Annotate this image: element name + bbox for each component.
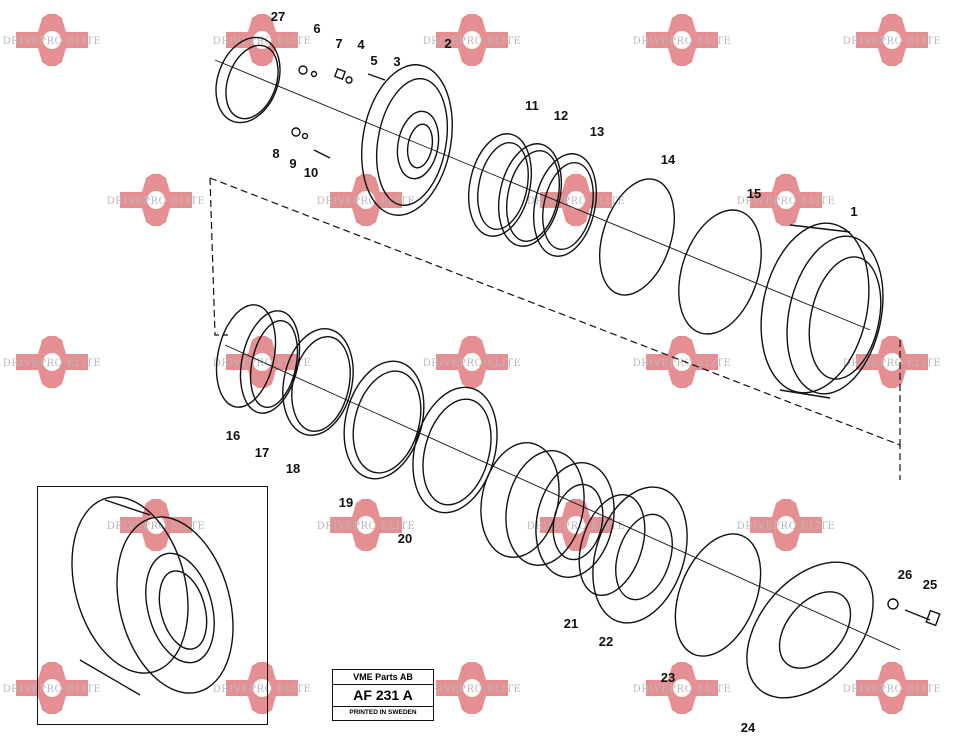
callout-10: 10	[304, 165, 318, 180]
callout-19: 19	[339, 495, 353, 510]
watermark-text: DRIVEPRO ELITE	[527, 196, 626, 207]
part-22-friction-disc	[578, 486, 688, 624]
watermark-text: DRIVEPRO ELITE	[3, 684, 102, 695]
watermark-text: DRIVEPRO ELITE	[843, 358, 942, 369]
callout-5: 5	[370, 53, 377, 68]
callout-7: 7	[335, 36, 342, 51]
rings-16-20	[215, 304, 498, 514]
watermark-text: DRIVEPRO ELITE	[423, 36, 522, 47]
callout-13: 13	[590, 124, 604, 139]
title-block: VME Parts AB AF 231 A PRINTED IN SWEDEN	[332, 669, 434, 721]
part-23-oring	[674, 533, 762, 657]
title-block-note: PRINTED IN SWEDEN	[349, 709, 417, 716]
callout-3: 3	[393, 54, 400, 69]
callout-15: 15	[747, 186, 761, 201]
watermark-text: DRIVEPRO ELITE	[843, 684, 942, 695]
watermark-text: DRIVEPRO ELITE	[527, 521, 626, 532]
watermark-text: DRIVEPRO ELITE	[317, 521, 416, 532]
watermark-text: DRIVEPRO ELITE	[423, 358, 522, 369]
small-fasteners-top	[291, 65, 386, 159]
callout-27: 27	[271, 9, 285, 24]
inset-assembled-view	[71, 496, 234, 696]
title-block-company: VME Parts AB	[333, 670, 433, 685]
part-21-disc-pack	[480, 442, 615, 578]
callout-24: 24	[741, 720, 756, 735]
rings-11-15	[468, 133, 762, 335]
watermark-text: DRIVEPRO ELITE	[843, 36, 942, 47]
watermark-text: DRIVEPRO ELITE	[633, 36, 732, 47]
watermark-text: DRIVEPRO ELITE	[213, 358, 312, 369]
watermark-text: DRIVEPRO ELITE	[3, 358, 102, 369]
callout-12: 12	[554, 108, 568, 123]
title-block-code: AF 231 A	[333, 685, 433, 707]
part-2-cover	[361, 64, 453, 216]
watermark-text: DRIVEPRO ELITE	[213, 684, 312, 695]
watermark-text: DRIVEPRO ELITE	[737, 196, 836, 207]
callout-14: 14	[661, 152, 676, 167]
callout-20: 20	[398, 531, 412, 546]
callout-18: 18	[286, 461, 300, 476]
watermark-text: DRIVEPRO ELITE	[633, 684, 732, 695]
assembly-axis-lines	[209, 59, 901, 651]
callout-22: 22	[599, 634, 613, 649]
watermark-text: DRIVEPRO ELITE	[213, 36, 312, 47]
callout-8: 8	[272, 146, 279, 161]
callout-9: 9	[289, 156, 296, 171]
callout-2: 2	[444, 36, 451, 51]
watermark-text: DRIVEPRO ELITE	[3, 36, 102, 47]
callout-21: 21	[564, 616, 578, 631]
callout-16: 16	[226, 428, 240, 443]
callout-25: 25	[923, 577, 937, 592]
watermark-text: DRIVEPRO ELITE	[317, 196, 416, 207]
watermark-text: DRIVEPRO ELITE	[633, 358, 732, 369]
watermark-text: DRIVEPRO ELITE	[737, 521, 836, 532]
part-24-end-plate	[746, 561, 874, 699]
inset-frame	[37, 486, 268, 725]
watermark-text: DRIVEPRO ELITE	[107, 196, 206, 207]
watermark-layer: DRIVEPRO ELITE DRIVEPRO ELITE DRIVEPRO ELI…	[3, 14, 942, 714]
callout-4: 4	[357, 37, 365, 52]
part-1-housing	[760, 222, 884, 399]
callout-23: 23	[661, 670, 675, 685]
part-27-rings	[215, 36, 281, 124]
watermark-text: DRIVEPRO ELITE	[107, 521, 206, 532]
callout-17: 17	[255, 445, 269, 460]
callout-26: 26	[898, 567, 912, 582]
callout-6: 6	[313, 21, 320, 36]
callout-11: 11	[525, 98, 539, 113]
parts-25-26-bolt	[887, 598, 941, 627]
watermark-text: DRIVEPRO ELITE	[423, 684, 522, 695]
callout-1: 1	[850, 204, 857, 219]
